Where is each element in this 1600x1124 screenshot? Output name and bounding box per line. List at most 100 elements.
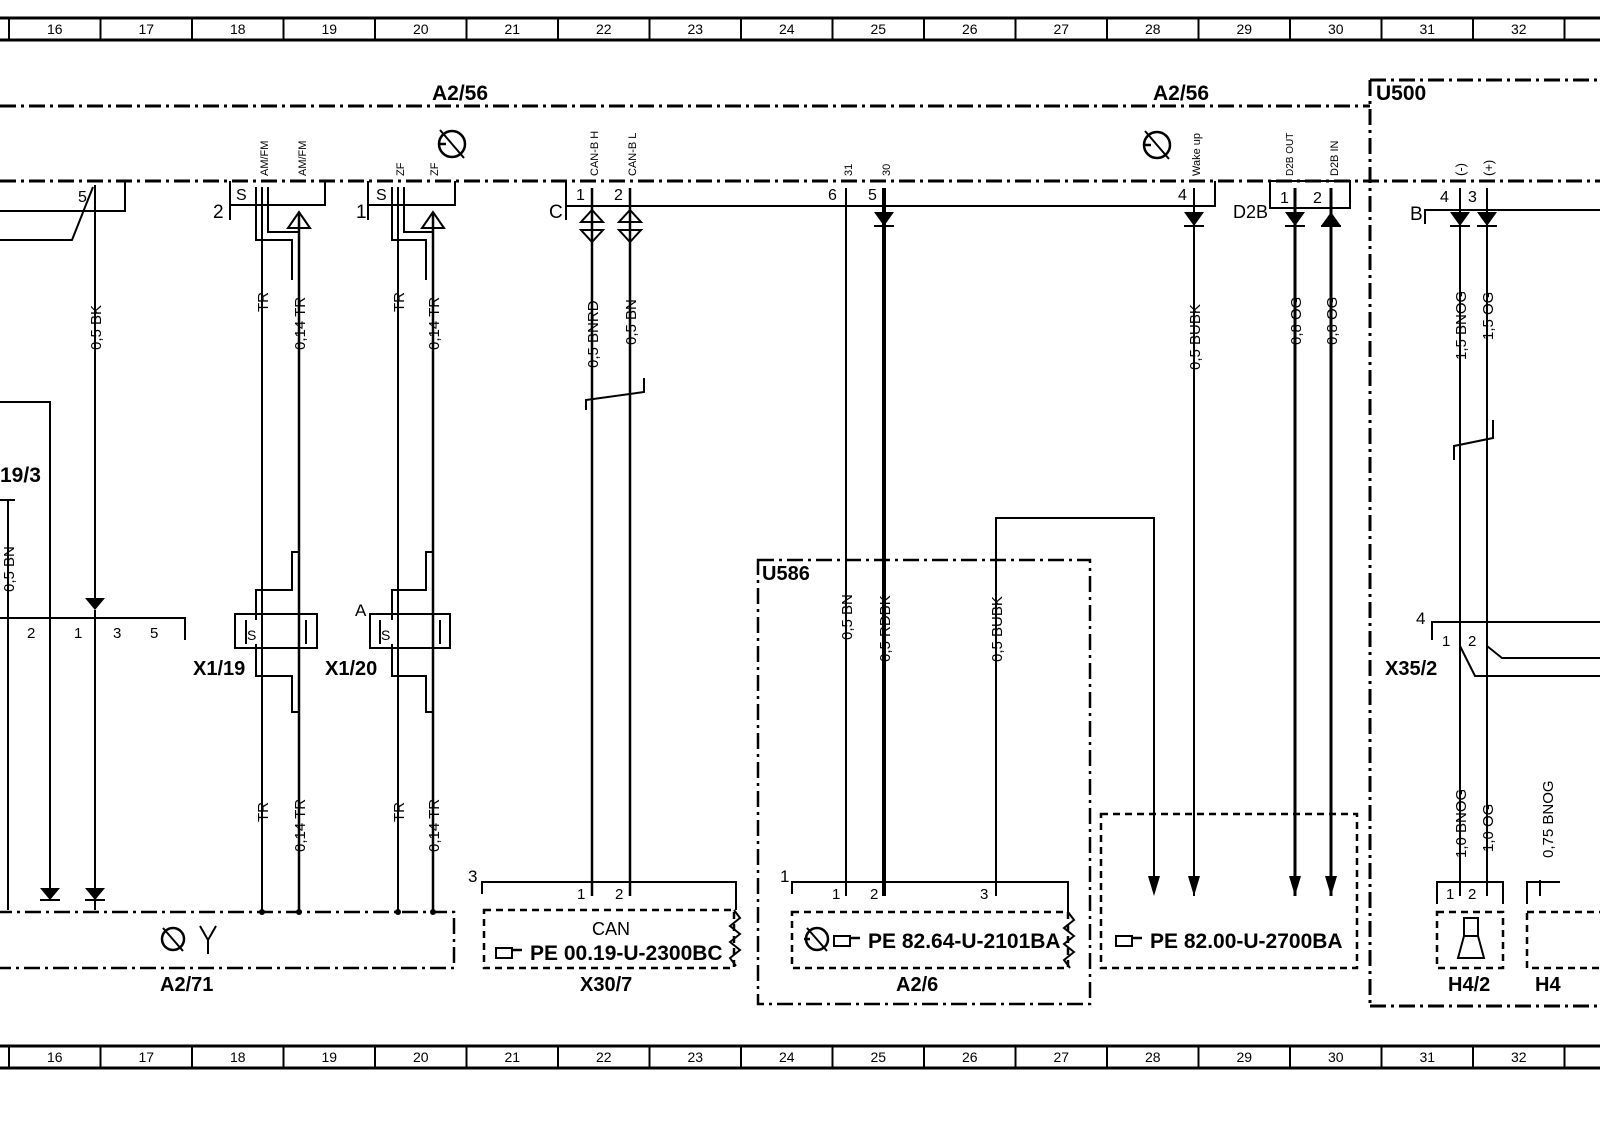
wire-tr-l2: TR <box>391 802 408 822</box>
pin-neg: (-) <box>1453 163 1468 176</box>
pin-6: 6 <box>828 187 837 204</box>
row-pin-2: 2 <box>27 625 35 642</box>
grid-column-top-label: 31 <box>1419 21 1435 37</box>
grid-column-bottom-label: 18 <box>230 1049 246 1065</box>
wire-0-14-tr-l2: 0,14 TR <box>426 799 443 852</box>
wire-0-5-bn: 0,5 BN <box>623 299 640 345</box>
wire-tr-l1: TR <box>255 802 272 822</box>
wire-tr-2: TR <box>391 292 408 312</box>
module-a2-56: A2/56 A2/56 U500 <box>0 78 1600 1008</box>
pin-am-fm-1: AM/FM <box>259 141 271 176</box>
label-u586: U586 <box>762 563 810 585</box>
label-h4-2: H4/2 <box>1448 974 1490 996</box>
pin-d2b-1: 1 <box>1280 190 1289 207</box>
pin-zf-1: ZF <box>395 162 407 176</box>
pin-pos: (+) <box>1481 160 1496 176</box>
antenna-icon <box>199 925 217 954</box>
wire-0-5-bnrd: 0,5 BNRD <box>585 300 602 368</box>
coax-am-fm: TR 0,14 TR S X1/19 TR 0,14 TR <box>193 187 318 912</box>
label-a2-56-left: A2/56 <box>432 82 488 105</box>
pin-d2b-out: D2B OUT <box>1285 133 1296 176</box>
x35-pin-2: 2 <box>1468 633 1476 650</box>
transistor-icon <box>160 926 186 952</box>
grid-column-top-label: 25 <box>870 21 886 37</box>
x30-pin-2: 2 <box>615 886 623 903</box>
grid-column-top-label: 24 <box>779 21 795 37</box>
row-pin-1: 1 <box>74 625 82 642</box>
label-u500: U500 <box>1376 82 1426 105</box>
label-a2-71: A2/71 <box>160 974 213 996</box>
grid-column-bottom-label: 27 <box>1053 1049 1069 1065</box>
grid-column-top-label: 19 <box>321 21 337 37</box>
x1-19-s: S <box>247 627 256 643</box>
h4-pin-2: 2 <box>1468 886 1476 903</box>
pointing-hand-icon <box>495 947 522 959</box>
can-wires: 0,5 BNRD 0,5 BN <box>578 188 645 896</box>
pin-function-labels: AM/FM AM/FM ZF ZF CAN-B H CAN-B L 31 30 … <box>259 131 1496 176</box>
wire-1-5-og: 1,5 OG <box>1480 292 1497 340</box>
pin-zf-2: ZF <box>429 162 441 176</box>
conn-4: 4 <box>1416 609 1425 628</box>
pin-can-b-h: CAN-B H <box>589 131 601 176</box>
ref-pe-1: PE 00.19-U-2300BC <box>530 942 723 965</box>
grid-column-bottom-label: 19 <box>321 1049 337 1065</box>
row-pin-5: 5 <box>150 625 158 642</box>
grid-column-top-label: 16 <box>47 21 63 37</box>
conn-3: 3 <box>468 867 477 886</box>
transistor-icon <box>437 129 467 159</box>
grid-column-top-label: 28 <box>1145 21 1161 37</box>
grid-column-top-label: 23 <box>687 21 703 37</box>
conn-c: C <box>549 202 563 223</box>
pin-c2: 2 <box>614 187 623 204</box>
grid-column-top-label: 17 <box>138 21 154 37</box>
pin-30: 30 <box>881 164 893 176</box>
label-x1-20: X1/20 <box>325 658 377 680</box>
pin-b3: 3 <box>1468 189 1477 206</box>
ref-can: CAN <box>592 919 630 939</box>
pointing-hand-icon <box>833 935 860 947</box>
grid-column-top-label: 20 <box>413 21 429 37</box>
grid-column-bottom-label: 21 <box>504 1049 520 1065</box>
conn-2: 2 <box>213 202 224 223</box>
pin-c1: 1 <box>576 187 585 204</box>
a26-pin-2: 2 <box>870 886 878 903</box>
module-a2-71: A2/71 <box>0 909 456 996</box>
ref-pe-3: PE 82.00-U-2700BA <box>1150 930 1343 953</box>
wire-0-14-tr-b: 0,14 TR <box>426 297 443 350</box>
label-19-3: 19/3 <box>0 464 41 487</box>
u500-section: 1,5 BNOG 1,5 OG 4 1 2 X35/2 1,0 BNOG 1,0… <box>1385 188 1600 996</box>
module-x30-7: 3 1 2 CAN PE 00.19-U-2300BC X30/7 <box>468 867 742 996</box>
connector-bars: 5 2 S 1 S C 1 2 6 5 4 D2B 1 2 B 4 3 <box>0 180 1600 241</box>
bus-wires: 0,5 BUBK 0,8 OG 0,8 OG <box>1184 188 1341 896</box>
conn-b: B <box>1410 204 1423 225</box>
conn-a: A <box>355 601 367 620</box>
grid-column-bottom-label: 32 <box>1511 1049 1527 1065</box>
pointing-hand-icon <box>1115 935 1142 947</box>
grid-column-bottom-label: 24 <box>779 1049 795 1065</box>
wire-0-14-tr-a: 0,14 TR <box>292 297 309 350</box>
grid-column-bottom-label: 31 <box>1419 1049 1435 1065</box>
wire-0-14-tr-l1: 0,14 TR <box>292 799 309 852</box>
wire-0-75-bnog: 0,75 BNOG <box>1540 780 1557 858</box>
grid-column-top-label: 27 <box>1053 21 1069 37</box>
wire-1-0-bnog: 1,0 BNOG <box>1453 789 1470 858</box>
module-u586: U586 0,5 BN 0,5 RDBK 0,5 BUBK 1 1 2 3 PE… <box>756 517 1160 1006</box>
grid-column-top-label: 21 <box>504 21 520 37</box>
pin-d2b-in: D2B IN <box>1329 140 1341 176</box>
wire-0-5-bk: 0,5 BK <box>88 305 105 350</box>
label-x1-19: X1/19 <box>193 658 245 680</box>
grid-column-bottom-label: 23 <box>687 1049 703 1065</box>
grid-column-top-label: 22 <box>596 21 612 37</box>
h4-pin-1: 1 <box>1446 886 1454 903</box>
wire-0-5-bubk: 0,5 BUBK <box>1187 304 1204 370</box>
label-x30-7: X30/7 <box>580 974 632 996</box>
pin-b4: 4 <box>1440 189 1449 206</box>
x1-20-s: S <box>381 627 390 643</box>
coax-zf: TR 0,14 TR S A X1/20 TR 0,14 TR <box>325 187 451 912</box>
grid-column-bottom-label: 17 <box>138 1049 154 1065</box>
pin-can-b-l: CAN-B L <box>627 133 639 176</box>
wire-1-0-og: 1,0 OG <box>1480 804 1497 852</box>
